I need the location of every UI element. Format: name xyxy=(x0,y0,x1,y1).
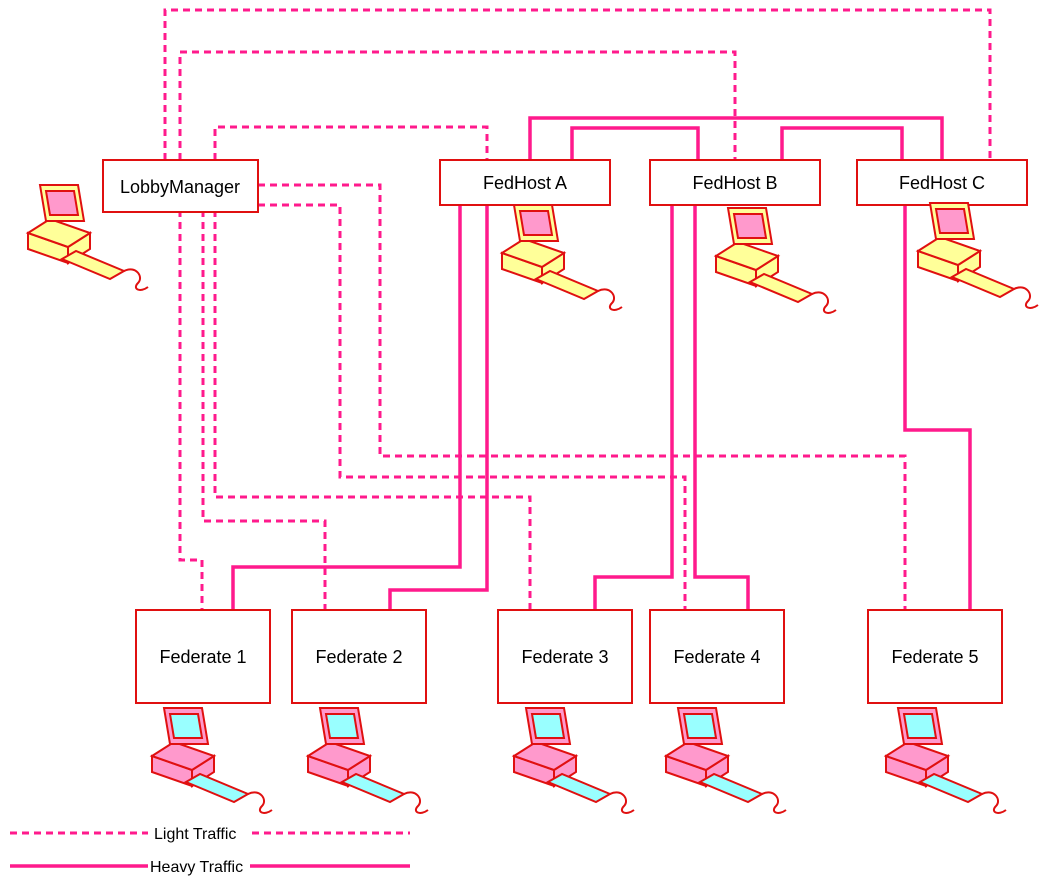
computer-icon xyxy=(501,204,623,311)
node-label: Federate 5 xyxy=(891,647,978,667)
link-fedhost-a-federate-1 xyxy=(231,205,462,610)
node-federate-4: Federate 4 xyxy=(649,609,785,704)
legend: Light Traffic Heavy Traffic xyxy=(10,826,410,876)
legend-light-label: Light Traffic xyxy=(154,826,236,843)
legend-heavy-label: Heavy Traffic xyxy=(150,859,243,876)
node-federate-5: Federate 5 xyxy=(867,609,1003,704)
node-label: Federate 3 xyxy=(521,647,608,667)
link-fedhost-a-fedhost-b xyxy=(570,126,700,160)
link-lobby-federate-4 xyxy=(258,203,687,610)
legend-heavy-traffic: Heavy Traffic xyxy=(10,859,410,876)
node-fedhost-c: FedHost C xyxy=(856,159,1028,206)
computer-icon xyxy=(917,202,1039,309)
node-lobby-manager: LobbyManager xyxy=(102,159,259,213)
link-fedhost-c-federate-5 xyxy=(903,205,972,610)
node-label: FedHost C xyxy=(899,173,985,193)
computer-icon xyxy=(513,707,635,814)
node-fedhost-b: FedHost B xyxy=(649,159,821,206)
link-fedhost-a-federate-2 xyxy=(388,205,489,610)
link-lobby-federate-5 xyxy=(258,183,907,610)
link-lobby-fedhost-c xyxy=(163,8,992,160)
computer-icon xyxy=(307,707,429,814)
light-traffic-links xyxy=(163,8,992,610)
node-label: Federate 1 xyxy=(159,647,246,667)
heavy-traffic-links xyxy=(231,116,972,610)
node-federate-1: Federate 1 xyxy=(135,609,271,704)
computer-icon xyxy=(665,707,787,814)
link-fedhost-b-federate-3 xyxy=(593,205,674,610)
link-lobby-federate-2 xyxy=(201,210,327,610)
legend-light-traffic: Light Traffic xyxy=(10,826,410,843)
computer-icon xyxy=(151,707,273,814)
link-lobby-fedhost-a xyxy=(213,125,489,160)
link-fedhost-b-fedhost-c xyxy=(780,126,904,160)
link-lobby-federate-1 xyxy=(178,210,204,610)
node-label: FedHost A xyxy=(483,173,567,193)
link-lobby-federate-3 xyxy=(213,210,532,610)
node-label: Federate 2 xyxy=(315,647,402,667)
node-fedhost-a: FedHost A xyxy=(439,159,611,206)
node-label: LobbyManager xyxy=(120,177,240,197)
link-lobby-fedhost-b xyxy=(178,50,737,160)
link-fedhost-b-federate-4 xyxy=(693,205,750,610)
node-label: FedHost B xyxy=(692,173,777,193)
link-fedhost-a-fedhost-c xyxy=(528,116,944,160)
node-label: Federate 4 xyxy=(673,647,760,667)
node-federate-3: Federate 3 xyxy=(497,609,633,704)
computer-icon xyxy=(715,207,837,314)
node-federate-2: Federate 2 xyxy=(291,609,427,704)
computer-icon xyxy=(885,707,1007,814)
